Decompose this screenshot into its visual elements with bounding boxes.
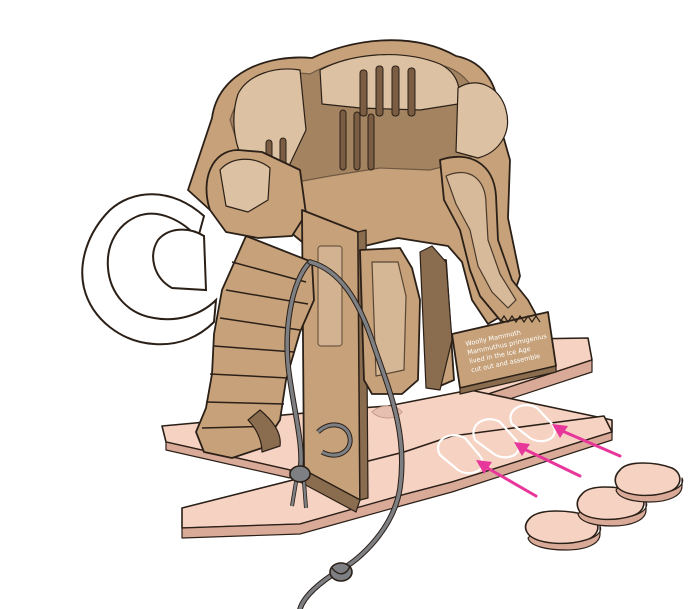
stand-panel — [300, 210, 368, 512]
mammoth-front-legs — [360, 246, 452, 394]
cord-knot-lower — [330, 563, 352, 581]
loose-tab-3 — [615, 463, 682, 502]
mammoth-tusk — [82, 194, 216, 344]
